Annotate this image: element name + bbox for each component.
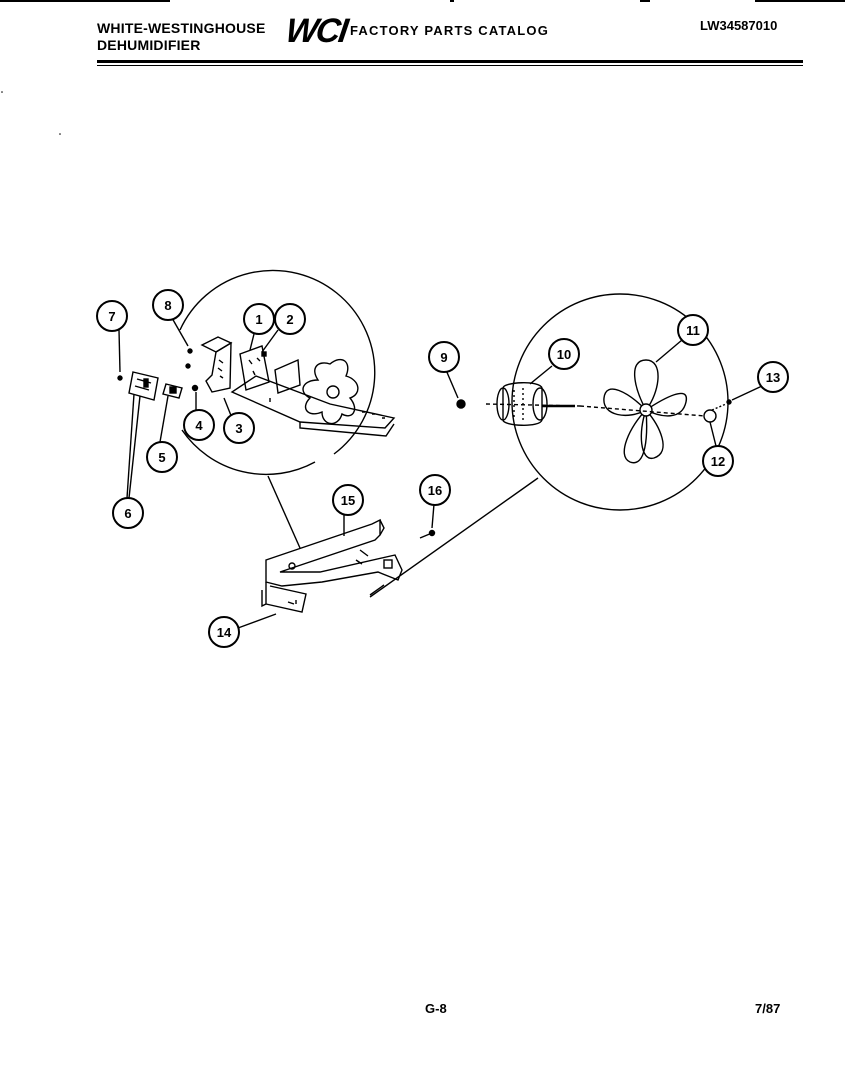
svg-text:5: 5 <box>158 450 165 465</box>
brand-line-1: WHITE-WESTINGHOUSE <box>97 20 266 36</box>
callout-7: 7 <box>96 300 128 332</box>
part-3-bracket <box>200 336 233 393</box>
callout-8: 8 <box>152 289 184 321</box>
part-5-clip <box>162 383 183 399</box>
header-rule-thick <box>97 60 803 63</box>
left-detail-circle <box>179 269 376 476</box>
svg-text:13: 13 <box>766 370 780 385</box>
scan-edge-marks <box>0 0 845 2</box>
svg-text:1: 1 <box>255 312 262 327</box>
callout-10: 10 <box>548 338 580 370</box>
callout-4: 4 <box>183 409 215 441</box>
svg-text:10: 10 <box>557 347 571 362</box>
part-1-2-cover <box>239 345 270 391</box>
brand-line-2: DEHUMIDIFIER <box>97 37 201 53</box>
part-15-bracket <box>265 518 403 596</box>
callout-9: 9 <box>428 341 460 373</box>
callout-11: 11 <box>677 314 709 346</box>
callout-2: 2 <box>274 303 306 335</box>
svg-text:7: 7 <box>108 309 115 324</box>
callout-13: 13 <box>757 361 789 393</box>
svg-text:6: 6 <box>124 506 131 521</box>
header-rule-thin <box>97 65 803 66</box>
callout-14: 14 <box>208 616 240 648</box>
part-11-fan-blade <box>579 359 706 464</box>
part-6-plate <box>128 371 159 401</box>
part-10-motor <box>485 382 581 426</box>
callout-12: 12 <box>702 445 734 477</box>
svg-text:14: 14 <box>217 625 232 640</box>
svg-text:3: 3 <box>235 421 242 436</box>
callout-6: 6 <box>112 497 144 529</box>
callout-15: 15 <box>332 484 364 516</box>
catalog-title: FACTORY PARTS CATALOG <box>350 23 550 38</box>
catalog-date: 7/87 <box>755 1001 781 1016</box>
svg-text:11: 11 <box>686 323 700 338</box>
model-number: LW34587010 <box>700 18 778 33</box>
callout-3: 3 <box>223 412 255 444</box>
part-14-mounting-plate <box>261 582 307 613</box>
callout-5: 5 <box>146 441 178 473</box>
svg-text:15: 15 <box>341 493 355 508</box>
part-12-nut <box>703 409 717 423</box>
page-number: G-8 <box>425 1001 447 1016</box>
svg-text:12: 12 <box>711 454 725 469</box>
svg-text:8: 8 <box>164 298 171 313</box>
fan-shroud-housing <box>230 358 396 437</box>
svg-text:16: 16 <box>428 483 442 498</box>
svg-text:2: 2 <box>286 312 293 327</box>
svg-text:4: 4 <box>195 418 203 433</box>
callout-16: 16 <box>419 474 451 506</box>
brand-block: WHITE-WESTINGHOUSE DEHUMIDIFIER <box>97 20 265 54</box>
callout-1: 1 <box>243 303 275 335</box>
svg-text:9: 9 <box>440 350 447 365</box>
